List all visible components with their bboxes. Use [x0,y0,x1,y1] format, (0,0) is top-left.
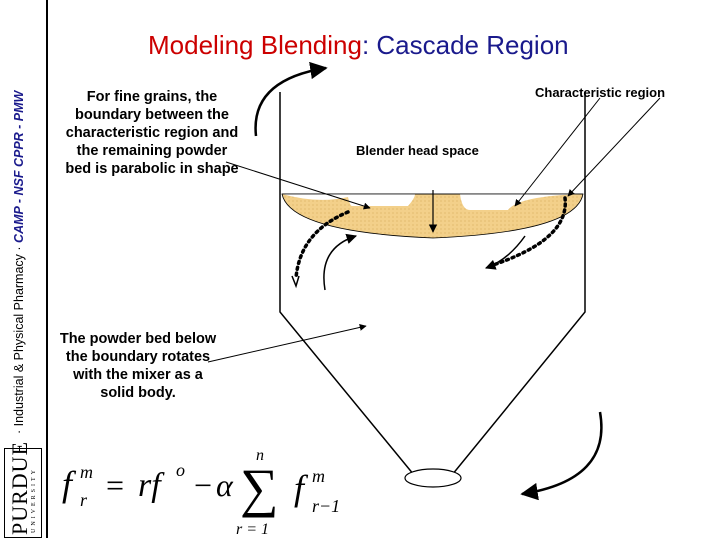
circulation-right-dotted [488,196,567,268]
sidebar-divider [46,0,48,538]
title-part1: Modeling Blending [148,30,362,60]
title-part2: : Cascade Region [361,30,569,60]
note-fine-grains: For fine grains, the boundary between th… [65,89,239,177]
formula-equals: = [106,467,124,503]
label-characteristic-region: Characteristic region [535,85,666,100]
page-title: Modeling Blending: Cascade Region [148,30,569,61]
rotation-arrow-bottom [520,411,603,501]
rotation-arrow-top [254,61,328,137]
arrow-characteristic-1 [514,97,601,207]
note-solid-body: The powder bed below the boundary rotate… [59,331,217,401]
formula-lhs-sub: r [80,490,88,510]
formula-lhs-base: f [62,464,77,504]
circulation-left-dotted [294,210,350,280]
arrow-characteristic-2 [567,97,661,197]
formula-lhs-sup: m [80,462,93,482]
formula-sigma: ∑ [240,458,279,518]
arrow-solid-body [207,323,367,363]
circulation-right-solid [485,235,526,270]
formula-term-base: f [294,468,309,508]
arrow-fine-grains [225,161,371,210]
blending-formula: f m r = rf o − α ∑ n r = 1 f m r−1 [62,448,340,538]
powder-surface [282,194,583,210]
circulation-left-dotted-arrow [291,275,300,289]
vessel-outlet [404,468,462,488]
formula-term-sup: m [312,466,325,486]
formula-rf-sup: o [176,460,185,480]
formula-alpha: α [216,467,234,503]
formula-sum-upper: n [256,448,264,464]
circulation-left-solid [323,233,358,291]
formula-sum-lower: r = 1 [236,521,269,538]
formula-minus: − [194,467,212,503]
formula-term-sub: r−1 [312,496,340,516]
label-head-space: Blender head space [356,143,479,158]
vessel-outline [279,92,586,476]
purdue-logo: PURDUE UNIVERSITY [4,441,42,538]
sidebar: · Industrial & Physical Pharmacy · CAMP … [0,0,46,540]
formula-rf: rf [138,467,165,504]
